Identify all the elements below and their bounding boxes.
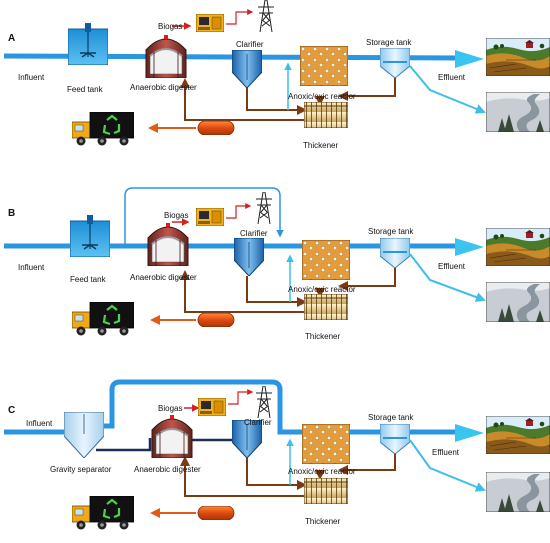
effluent-branch-line [409,253,486,302]
bypass-line [124,187,284,246]
reactor-icon [302,240,350,280]
power-line [226,203,252,219]
thickener-icon [304,478,348,504]
sludge-line-clarifier [246,458,307,490]
thickener-label: Thickener [305,517,340,526]
feed-tank-label: Feed tank [67,85,104,94]
clarifier-icon [234,238,264,276]
reactor-icon [302,424,350,464]
sludge-line-storage [338,76,396,101]
sludge-line-clarifier [246,276,307,307]
storage-tank-icon [380,238,410,268]
biogas-label: Biogas [164,211,188,220]
effluent-label: Effluent [432,448,460,457]
anaerobic-digester-icon [151,414,193,458]
panel-b: B Influent Feed tank Anaerobic digester … [4,187,550,341]
generator-icon [196,14,224,32]
effluent-label: Effluent [438,262,466,271]
effluent-arrow [455,50,484,68]
anoxic-oxic-reactor-label: Anoxic/oxic reactor [288,285,356,294]
anaerobic-digester-icon [145,34,187,78]
anoxic-oxic-reactor-label: Anoxic/oxic reactor [288,467,356,476]
anaerobic-digester-label: Anaerobic digester [130,83,197,92]
thickener-label: Thickener [303,141,338,150]
storage-tank-icon [380,424,410,454]
sludge-tank-icon [197,313,235,327]
sludge-tank-icon [197,121,235,135]
effluent-arrow [455,424,484,442]
feed-tank-label: Feed tank [70,275,107,284]
feed-tank-mixer-icon [70,215,110,257]
recycling-truck-icon [72,496,134,530]
reactor-icon [300,46,348,86]
farmland-icon [486,228,550,266]
thickener-icon [304,102,348,128]
storage-tank-label: Storage tank [366,38,412,47]
clarifier-label: Clarifier [240,229,268,238]
anaerobic-digester-label: Anaerobic digester [130,273,197,282]
power-pylon-icon [255,192,273,224]
power-line [228,389,254,405]
effluent-label: Effluent [438,73,466,82]
anoxic-oxic-reactor-label: Anoxic/oxic reactor [288,92,356,101]
effluent-branch-line [409,439,486,492]
panel-label-b: B [8,208,15,219]
river-landscape-icon [486,92,550,132]
sludge-line-clarifier [246,86,307,115]
thickened-sludge-line [180,456,305,497]
farmland-icon [486,416,550,454]
biogas-label: Biogas [158,404,182,413]
river-landscape-icon [486,472,550,512]
effluent-arrow [455,238,484,256]
sludge-line-storage [338,266,396,291]
storage-tank-label: Storage tank [368,413,414,422]
anaerobic-digester-icon [147,222,189,266]
power-pylon-icon [255,386,273,418]
anaerobic-digester-label: Anaerobic digester [134,465,201,474]
main-flow-pipe [100,379,462,435]
river-landscape-icon [486,282,550,322]
panel-a: A Influent Feed tank Anaerobic digester … [3,0,550,150]
panel-c: C Influent Gravity separator Anaerobic d… [4,379,550,530]
sediment-line [96,438,152,452]
thickened-sludge-line [180,270,305,313]
generator-icon [198,398,226,416]
clarifier-label: Clarifier [244,418,272,427]
recycling-truck-icon [72,302,134,336]
storage-tank-label: Storage tank [368,227,414,236]
farmland-icon [486,38,550,76]
sludge-tank-icon [197,506,235,520]
panel-label-a: A [8,33,15,44]
effluent-branch-line [409,65,486,114]
gravity-separator-label: Gravity separator [50,465,112,474]
thickened-sludge-line [180,78,305,121]
sludge-line-storage [338,452,396,475]
clarifier-label: Clarifier [236,40,264,49]
panel-label-c: C [8,405,15,416]
clarifier-icon [232,50,262,88]
influent-label: Influent [26,419,53,428]
generator-icon [196,208,224,226]
power-pylon-icon [257,0,275,32]
power-line [226,9,254,25]
thickener-icon [304,294,348,320]
feed-tank-mixer-icon [68,23,108,65]
storage-tank-icon [380,48,410,78]
recycling-truck-icon [72,112,134,146]
influent-label: Influent [18,263,45,272]
thickener-label: Thickener [305,332,340,341]
influent-label: Influent [18,73,45,82]
biogas-label: Biogas [158,22,182,31]
